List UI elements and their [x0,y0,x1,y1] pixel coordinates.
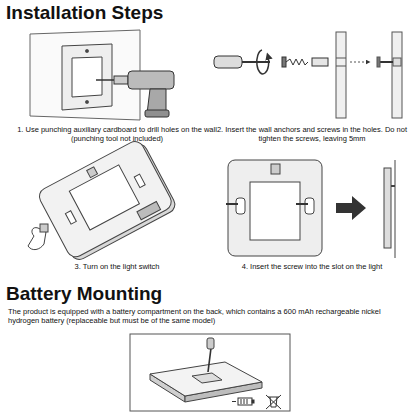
screwdriver [214,50,270,74]
light-front-plate [305,198,314,214]
drill-tool [96,71,174,117]
light-back-plate [36,138,174,260]
direction-arrow [336,196,366,220]
battery-icons [241,399,242,404]
side-profile [384,160,395,258]
drill-tool [128,71,174,89]
side-profile [384,168,391,248]
battery-panel [130,334,290,411]
wall-section [392,32,402,118]
wall-section [336,32,402,118]
screw-and-anchor [286,59,308,65]
step-caption: 3. Turn on the light switch [14,262,220,271]
wall-section [380,61,393,63]
light-front-plate [226,203,238,205]
section-heading: Battery Mounting [6,282,306,306]
battery-icons [232,395,281,409]
battery-icons [238,398,252,405]
step-caption: 1. Use punching auxiliary cardboard to d… [14,125,220,144]
battery-icons [247,399,248,404]
light-back-plate [134,174,145,187]
screw-and-anchor [282,57,328,67]
side-profile [395,160,396,258]
step-caption: 2. Insert the wall anchors and screws in… [212,125,412,144]
screw-and-anchor [312,58,328,66]
battery-icons [232,401,236,402]
drill-wall-figure [85,100,88,103]
battery-icons [266,395,281,409]
screw-and-anchor [282,57,286,67]
battery-figure [150,338,262,402]
light-back-plate [65,211,76,224]
light-back-plate [87,167,98,178]
battery-icons [252,400,254,403]
screwdriver [242,61,270,63]
wall-section [336,66,346,67]
wall-section [336,58,346,59]
drill-wall-figure [62,44,112,110]
battery-figure [150,362,262,396]
battery-panel [130,334,290,411]
note-paragraph: The product is equipped with a battery c… [8,307,410,326]
light-front-plate [271,164,280,174]
drill-tool [96,79,114,81]
direction-arrow [336,196,366,220]
side-profile [391,185,395,187]
light-front-plate [226,160,322,256]
screwdriver [257,50,269,74]
wall-section [377,57,380,67]
wall-section [350,62,368,63]
light-front-plate [236,198,245,214]
battery-icons [244,399,245,404]
battery-figure [208,348,211,372]
light-front-plate [228,160,322,256]
light-back-plate [69,165,139,230]
drill-tool [114,76,128,84]
drill-wall-figure [85,49,88,52]
battery-icons [266,395,281,409]
light-back-plate [36,137,178,263]
step-caption: 4. Insert the screw into the slot on the… [212,262,412,271]
page-title: Installation Steps [6,1,306,25]
light-front-plate [250,182,300,240]
battery-figure [192,373,222,383]
drill-tool [145,110,169,117]
wall-section [336,32,346,118]
light-front-plate [296,203,308,205]
hand-pressing-switch [28,224,48,250]
drill-wall-figure [72,57,102,97]
drill-wall-figure [30,30,140,120]
wall-section [393,58,401,66]
screwdriver [214,56,242,68]
drill-wall-figure [30,30,140,120]
light-back-plate [137,201,161,219]
hand-pressing-switch [40,224,48,232]
battery-figure [207,338,214,349]
